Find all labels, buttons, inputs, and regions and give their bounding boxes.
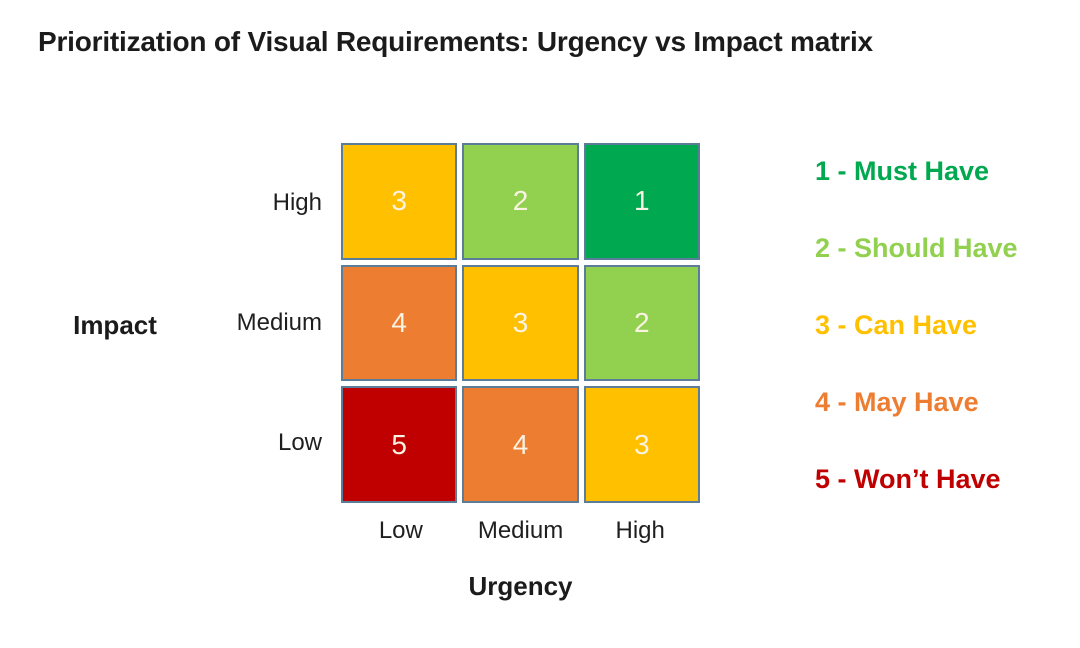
x-tick-low: Low <box>378 517 423 544</box>
y-axis-title-impact: Impact <box>73 310 157 340</box>
legend-item-5: 5 - Won’t Have <box>815 464 1001 494</box>
legend-item-4: 4 - May Have <box>815 387 979 417</box>
legend-item-1: 1 - Must Have <box>815 156 990 186</box>
urgency-tick-labels: Low Medium High <box>341 516 700 546</box>
matrix-cell-r3-c1: 5 <box>341 386 458 503</box>
matrix-cell-r1-c1: 3 <box>341 143 458 260</box>
matrix-cell-r3-c3: 3 <box>583 386 700 503</box>
matrix-cell-r2-c2: 3 <box>462 264 579 382</box>
y-tick-high: High <box>272 189 322 216</box>
matrix-cell-r2-c1: 4 <box>341 264 458 382</box>
x-tick-high: High <box>615 517 665 544</box>
page-title: Prioritization of Visual Requirements: U… <box>38 26 873 57</box>
y-tick-medium: Medium <box>236 309 322 336</box>
priority-legend: 1 - Must Have 2 - Should Have 3 - Can Have… <box>815 156 1018 495</box>
legend-item-2: 2 - Should Have <box>815 233 1018 263</box>
x-axis-title-urgency: Urgency <box>468 571 573 601</box>
x-tick-medium: Medium <box>477 517 564 544</box>
matrix-cell-r3-c2: 4 <box>462 386 579 503</box>
y-tick-low: Low <box>277 429 322 456</box>
matrix-cell-r1-c2: 2 <box>462 143 579 260</box>
legend-item-3: 3 - Can Have <box>815 310 978 340</box>
matrix-cell-r1-c3: 1 <box>583 143 700 260</box>
matrix-cell-r2-c3: 2 <box>583 264 700 382</box>
